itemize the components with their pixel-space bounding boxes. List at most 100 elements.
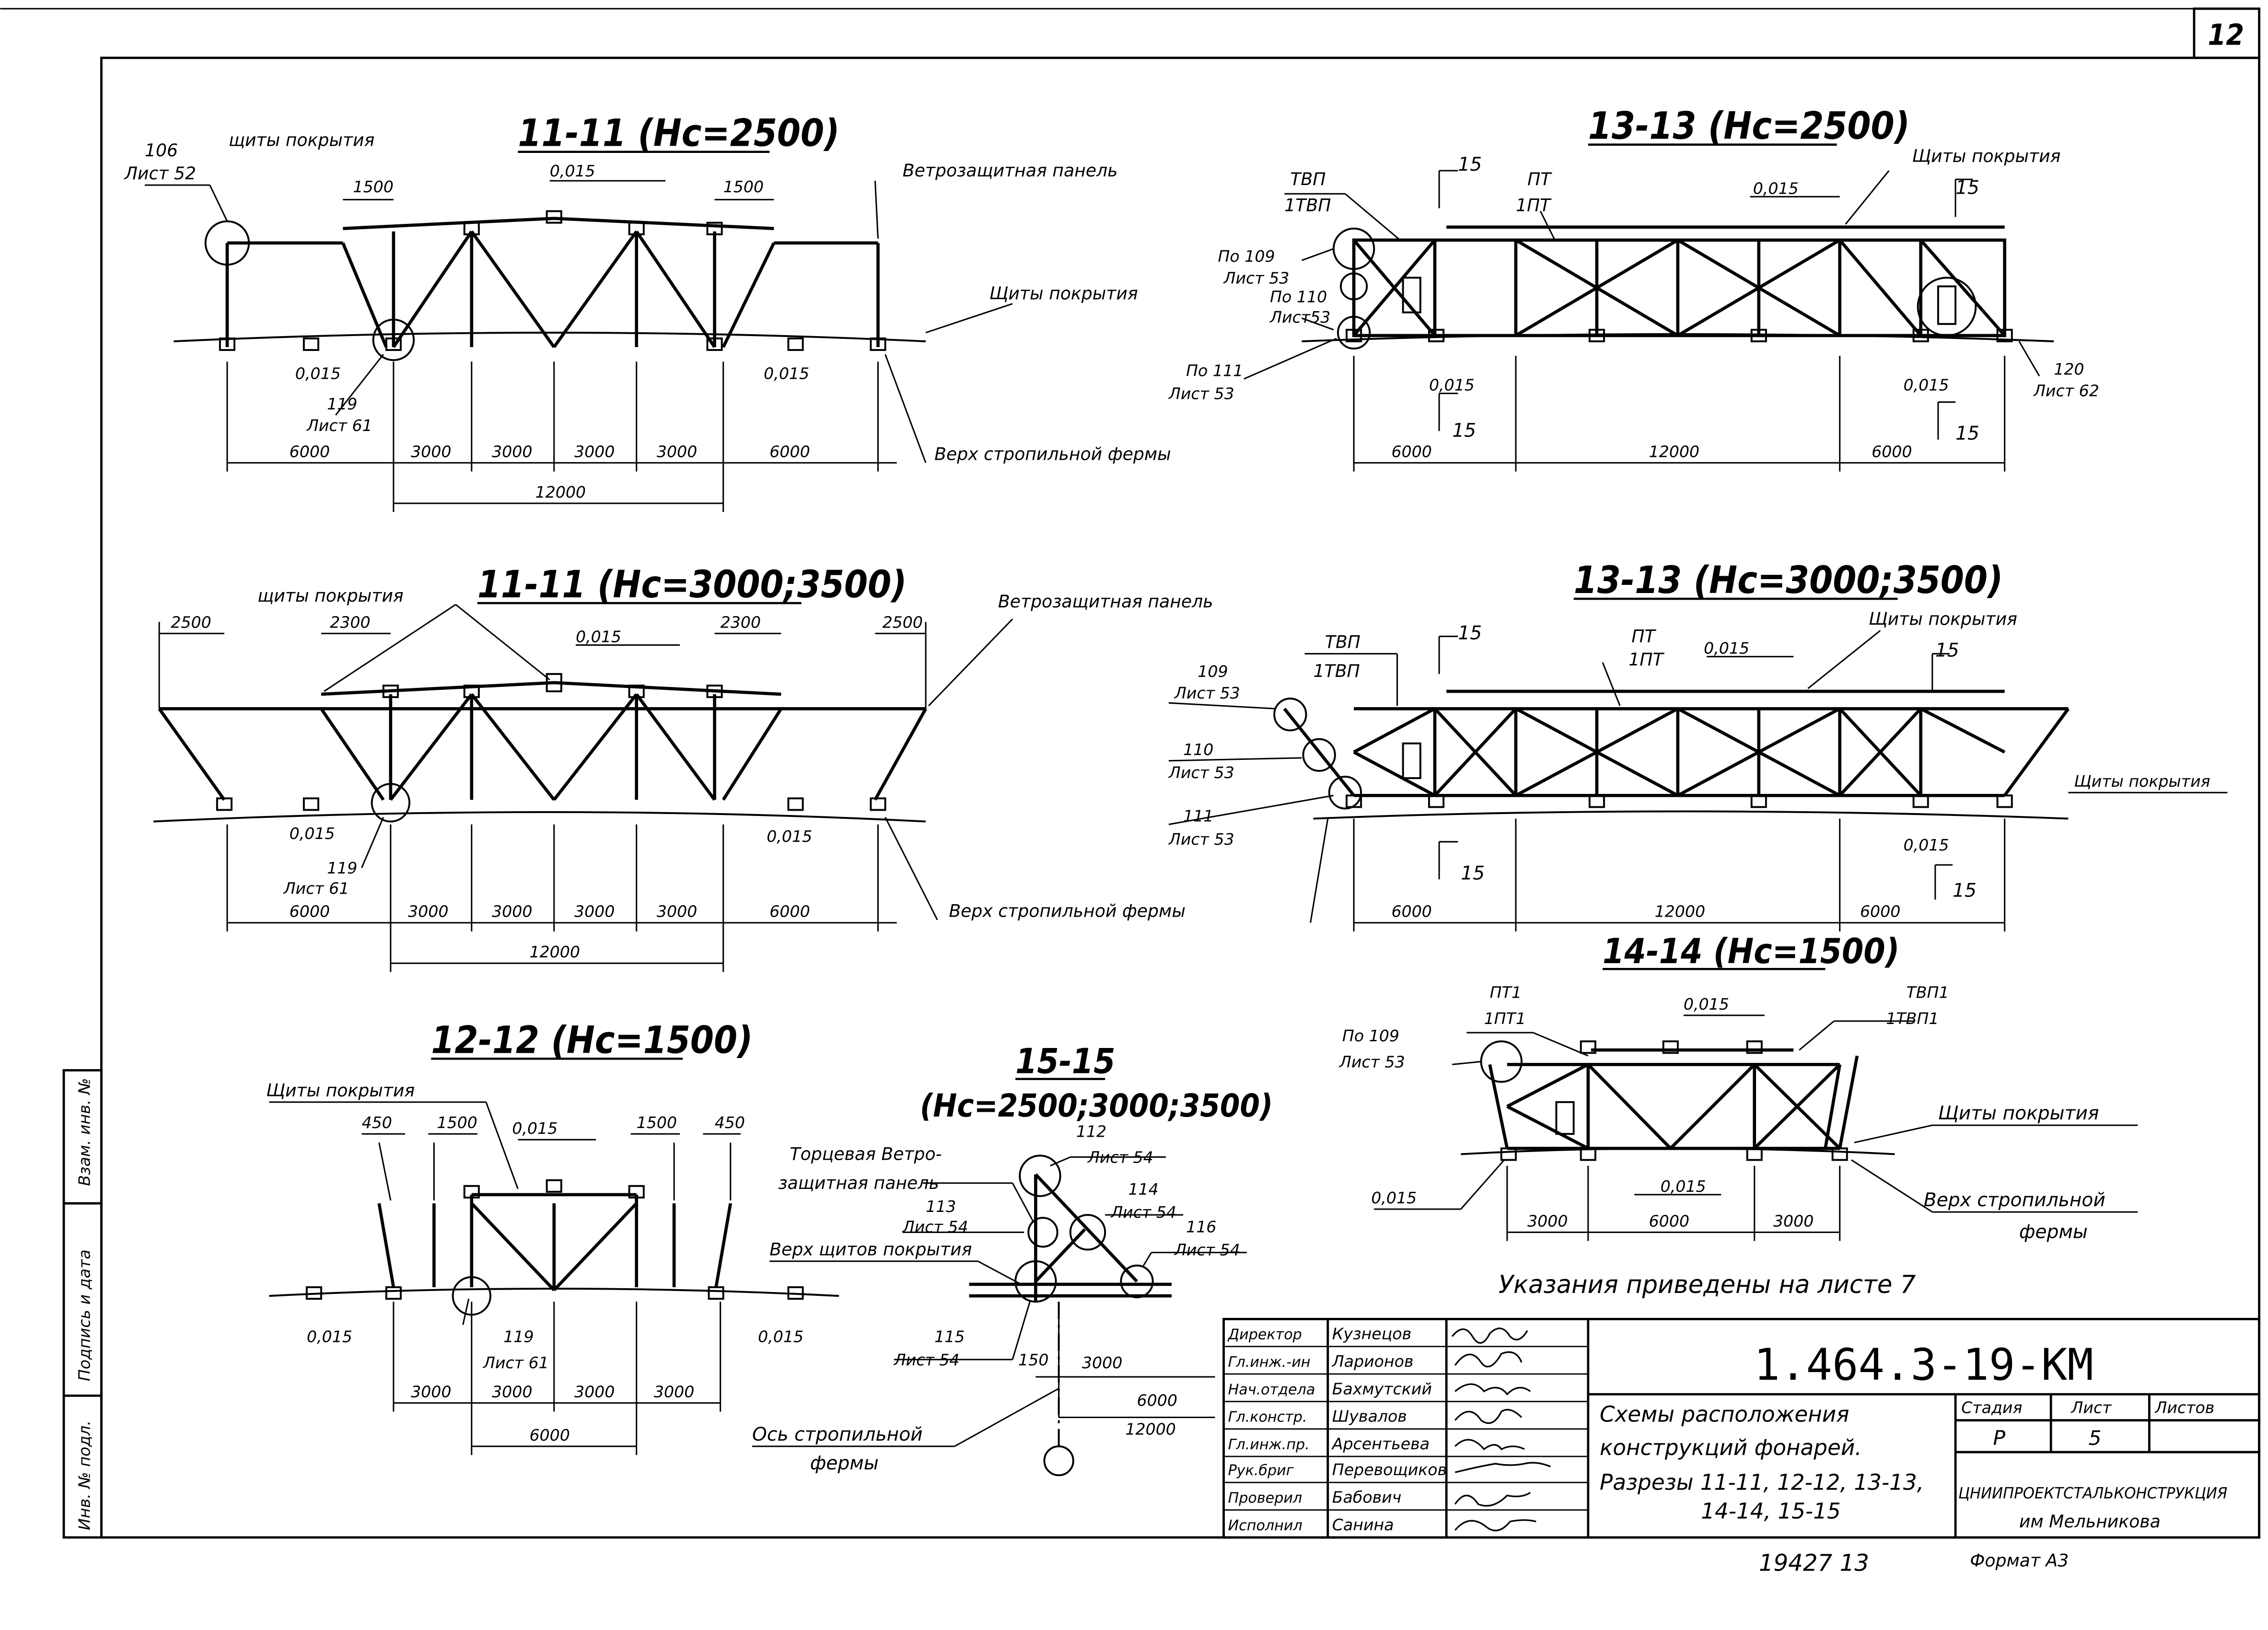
dim-label: 12000 bbox=[1655, 902, 1706, 921]
inventory-number: 19427 13 bbox=[1759, 1549, 1869, 1576]
person-name: Санина bbox=[1332, 1515, 1394, 1534]
role-label: Нач.отдела bbox=[1228, 1381, 1315, 1398]
dim-label: 3000 bbox=[574, 902, 615, 921]
dim-label: 6000 bbox=[1392, 902, 1432, 921]
cut-mark-label: 15 bbox=[1955, 423, 1979, 444]
section-11-11-3000: 11-11 (Hc=3000;3500) bbox=[153, 563, 1213, 972]
dim-label: 6000 bbox=[1137, 1391, 1177, 1409]
slope-label: 0,015 bbox=[512, 1119, 558, 1138]
slope-label: 0,015 bbox=[1704, 639, 1749, 658]
callout-ref: 119 bbox=[327, 395, 357, 413]
dim-label: 6000 bbox=[1872, 442, 1912, 461]
dim-label: 6000 bbox=[290, 442, 330, 461]
section-title: 11-11 (Hc=3000;3500) bbox=[477, 563, 907, 606]
cut-mark-label: 15 bbox=[1452, 420, 1476, 442]
slope-label: 0,015 bbox=[576, 627, 621, 646]
side-stamp: Взам. инв. № Подпись и дата Инв. № подл. bbox=[75, 1078, 93, 1530]
person-name: Бахмутский bbox=[1332, 1379, 1432, 1398]
callout-ref: 111 bbox=[1183, 807, 1213, 826]
dim-label: 150 bbox=[1018, 1351, 1048, 1369]
slope-label: 0,015 bbox=[758, 1327, 803, 1346]
stage-value: Р bbox=[1993, 1426, 2006, 1450]
callout-ref: 119 bbox=[327, 859, 357, 877]
notes-reference: Указания приведены на листе 7 bbox=[1499, 1270, 1916, 1299]
role-label: Гл.констр. bbox=[1228, 1409, 1307, 1426]
callout-ref: По 109 bbox=[1342, 1026, 1399, 1045]
dim-label: 1500 bbox=[723, 177, 764, 196]
section-13-13-3000: 13-13 (Hc=3000;3500) bbox=[1168, 559, 2228, 931]
callout-label: 1ТВП bbox=[1314, 661, 1360, 681]
callout-ref: 115 bbox=[934, 1327, 965, 1346]
title-block-roles: Директор Кузнецов Гл.инж.-ин Ларионов На… bbox=[1227, 1325, 1447, 1534]
dim-label: 1500 bbox=[637, 1113, 677, 1132]
dim-label: 6000 bbox=[1392, 442, 1432, 461]
callout-ref: 119 bbox=[503, 1327, 534, 1346]
callout-ref: По 111 bbox=[1186, 361, 1243, 380]
callout-label: Щиты покрытия bbox=[2074, 772, 2210, 791]
slope-label: 0,015 bbox=[1371, 1188, 1417, 1207]
slope-label: 0,015 bbox=[1661, 1177, 1706, 1196]
cut-mark-label: 15 bbox=[1935, 640, 1959, 662]
dim-label: 1500 bbox=[437, 1113, 477, 1132]
callout-sheet: Лист 53 bbox=[1223, 268, 1290, 287]
dim-label: 3000 bbox=[654, 1382, 694, 1401]
role-label: Гл.инж.пр. bbox=[1228, 1436, 1310, 1453]
slope-label: 0,015 bbox=[1753, 179, 1799, 198]
signatures bbox=[1451, 1327, 1551, 1532]
callout-label: ПТ1 bbox=[1490, 983, 1522, 1002]
callout-label: щиты покрытия bbox=[257, 585, 403, 606]
format-label: Формат А3 bbox=[1970, 1550, 2069, 1571]
dim-label: 3000 bbox=[1082, 1353, 1122, 1372]
slope-label: 0,015 bbox=[1903, 836, 1949, 854]
person-name: Перевощиков bbox=[1332, 1460, 1447, 1479]
callout-label: щиты покрытия bbox=[229, 130, 374, 151]
callout-label: Верх стропильной bbox=[1924, 1189, 2105, 1211]
callout-label: Щиты покрытия bbox=[1912, 146, 2061, 166]
cut-mark-label: 15 bbox=[1955, 177, 1979, 198]
callout-sheet: Лист 61 bbox=[483, 1353, 549, 1372]
callout-label: Щиты покрытия bbox=[1869, 608, 2017, 629]
section-subtitle: (Hc=2500;3000;3500) bbox=[920, 1087, 1273, 1124]
section-15-15: 15-15 (Hc=2500;3000;3500) bbox=[752, 1042, 1273, 1477]
sheet-number: 12 bbox=[2208, 19, 2244, 52]
callout-ref: 116 bbox=[1186, 1217, 1216, 1236]
doc-code: 1.464.3-19-КМ bbox=[1754, 1340, 2094, 1390]
callout-ref: 113 bbox=[926, 1197, 956, 1216]
callout-label: Щиты покрытия bbox=[989, 283, 1138, 303]
callout-label: Торцевая Ветро- bbox=[790, 1144, 942, 1164]
slope-label: 0,015 bbox=[550, 162, 595, 180]
callout-sheet: Лист 54 bbox=[902, 1217, 968, 1236]
slope-label: 0,015 bbox=[764, 364, 809, 383]
callout-label: Ось стропильной bbox=[752, 1424, 923, 1445]
callout-ref: 120 bbox=[2054, 360, 2084, 378]
sheet-frame bbox=[0, 7, 2261, 1539]
callout-label: ПТ bbox=[1527, 169, 1552, 189]
callout-sheet: Лист 53 bbox=[1339, 1052, 1405, 1071]
dim-label: 3000 bbox=[574, 442, 615, 461]
cut-mark-label: 15 bbox=[1461, 862, 1485, 884]
dim-label: 6000 bbox=[1649, 1211, 1689, 1230]
callout-ref: 109 bbox=[1198, 662, 1228, 681]
callout-label: 1ТВП bbox=[1284, 195, 1331, 215]
stamp-sign-date: Подпись и дата bbox=[75, 1249, 93, 1381]
dim-label: 3000 bbox=[408, 902, 448, 921]
callout-label: Ветрозащитная панель bbox=[903, 160, 1118, 181]
section-14-14-1500: 14-14 (Hc=1500) bbox=[1339, 931, 2138, 1243]
callout-sheet: Лист 54 bbox=[894, 1351, 960, 1369]
role-label: Проверил bbox=[1228, 1490, 1303, 1507]
person-name: Бабович bbox=[1332, 1488, 1402, 1507]
callout-ref: 106 bbox=[145, 140, 178, 161]
callout-label: Верх стропильной фермы bbox=[949, 901, 1186, 921]
dim-label: 2500 bbox=[883, 613, 923, 631]
dim-label: 2300 bbox=[330, 613, 370, 631]
callout-sheet: Лист 52 bbox=[124, 163, 196, 184]
sheet-value: 5 bbox=[2089, 1426, 2102, 1450]
dim-label: 3000 bbox=[1773, 1211, 1814, 1230]
slope-label: 0,015 bbox=[290, 824, 335, 843]
dim-label: 12000 bbox=[1125, 1420, 1176, 1439]
stamp-inv-orig: Инв. № подл. bbox=[75, 1420, 93, 1530]
dim-label: 2500 bbox=[171, 613, 211, 631]
callout-sheet: Лист53 bbox=[1269, 308, 1330, 326]
dim-label: 3000 bbox=[411, 1382, 451, 1401]
